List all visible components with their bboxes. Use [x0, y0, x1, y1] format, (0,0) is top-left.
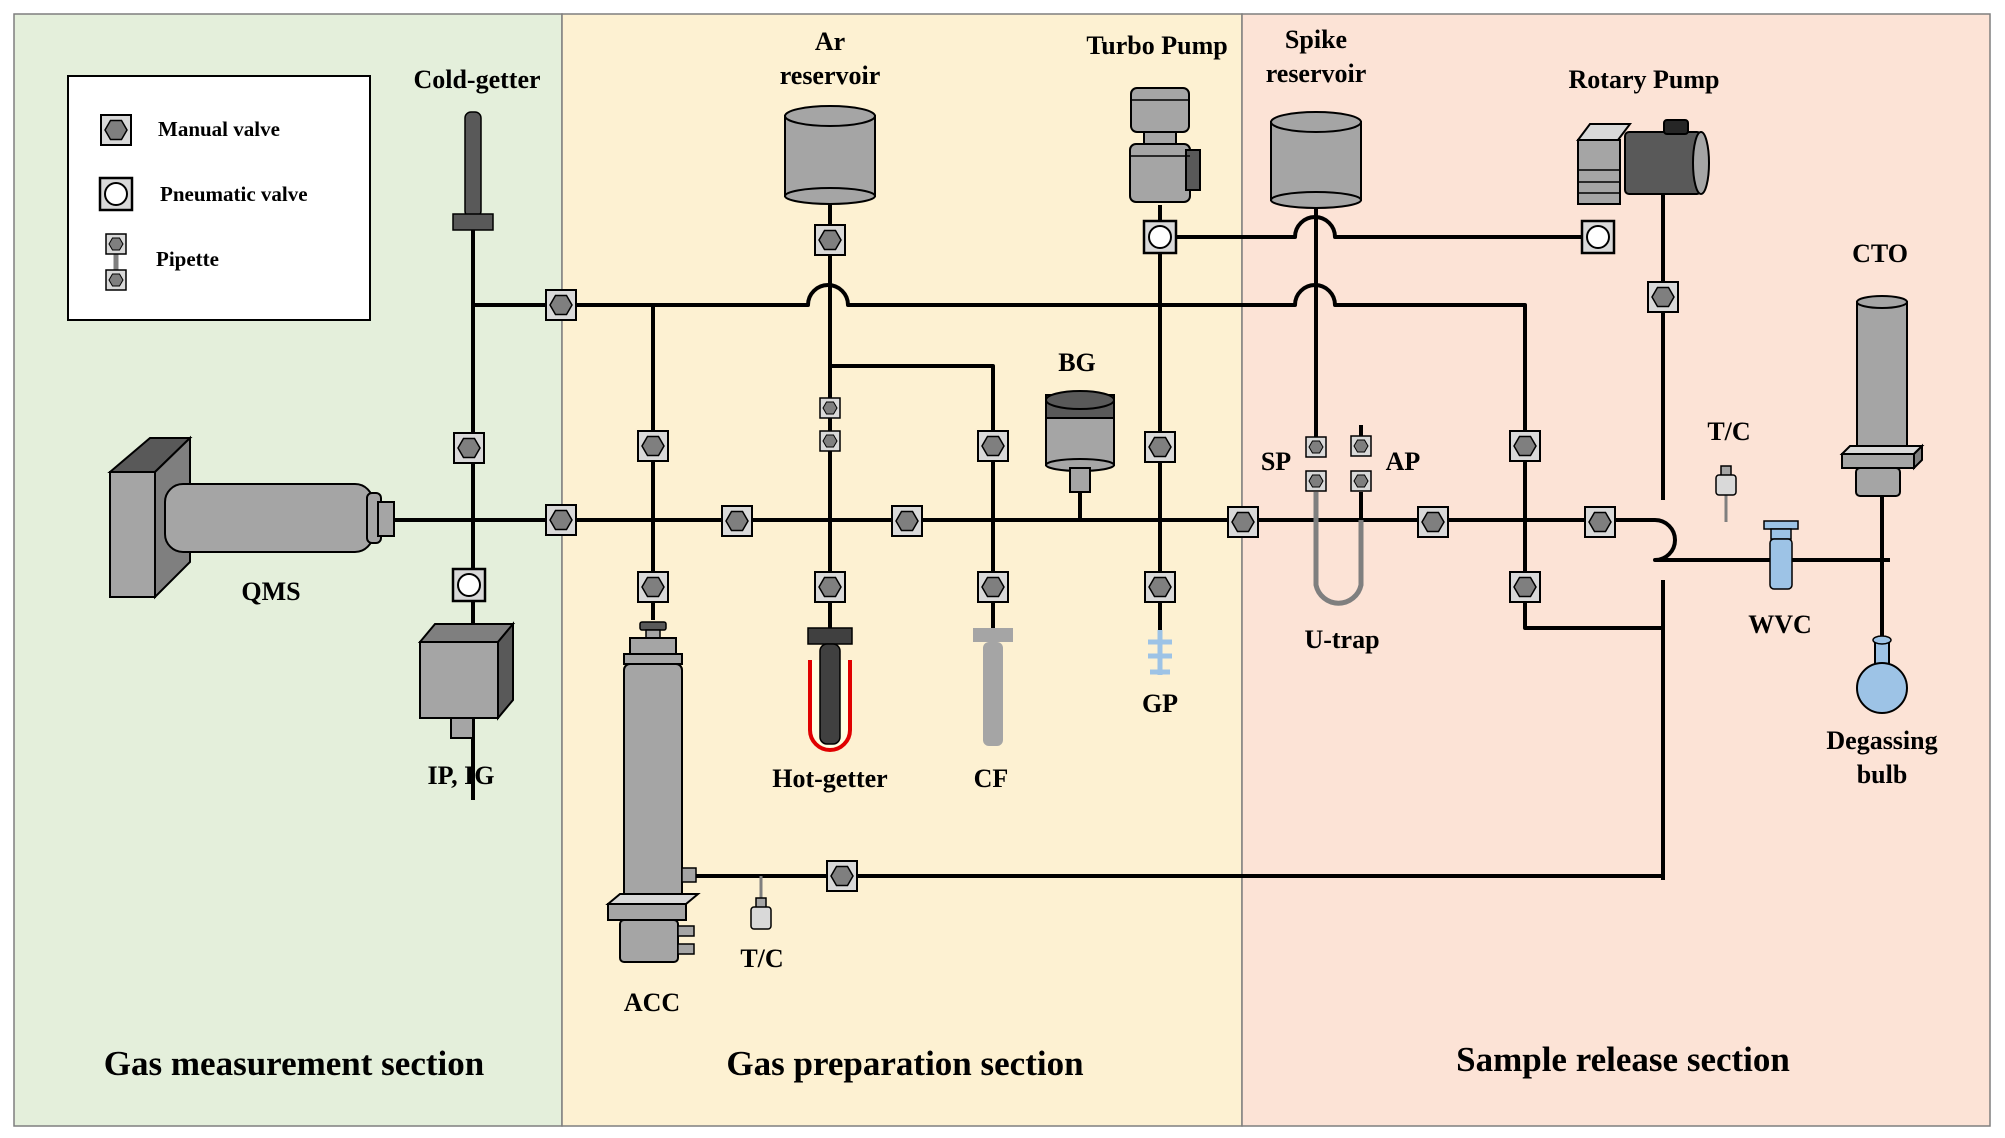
tc-right-label: T/C: [1707, 417, 1750, 446]
manual-valve[interactable]: [721, 505, 753, 537]
legend-manual-valve-label: Manual valve: [158, 117, 280, 141]
tc-gauge-right: [1715, 465, 1737, 496]
ar-pipette[interactable]: [819, 397, 841, 419]
ap-pipette[interactable]: [1350, 470, 1372, 492]
manual-valve[interactable]: [1144, 571, 1176, 603]
manual-valve[interactable]: [977, 430, 1009, 462]
ip-ig-pump: [417, 621, 516, 739]
wvc: [1763, 520, 1799, 590]
ar-reservoir-label-line2: reservoir: [780, 61, 881, 90]
gas-preparation-section-title: Gas preparation section: [726, 1044, 1083, 1083]
cto: [1839, 295, 1925, 497]
cf-label: CF: [974, 764, 1009, 793]
pneumatic-valve[interactable]: [451, 567, 487, 603]
degassing-bulb: [1856, 635, 1908, 714]
tc-bottom-label: T/C: [740, 944, 783, 973]
manual-valve[interactable]: [453, 432, 485, 464]
component-labels: Cold-getter Ar reservoir Turbo Pump Spik…: [241, 25, 1937, 1017]
pneumatic-valve-icon: [98, 176, 134, 212]
turbo-pump-label: Turbo Pump: [1086, 31, 1227, 60]
cto-label: CTO: [1852, 239, 1908, 268]
sp-pipette[interactable]: [1305, 470, 1327, 492]
cold-getter-label: Cold-getter: [413, 65, 540, 94]
rotary-pump: [1576, 119, 1710, 205]
ap-pipette[interactable]: [1350, 435, 1372, 457]
manual-valve[interactable]: [637, 430, 669, 462]
degassing-bulb-label-line2: bulb: [1857, 760, 1908, 789]
pneumatic-valve[interactable]: [1142, 219, 1178, 255]
degassing-bulb-label-line1: Degassing: [1826, 726, 1937, 755]
section-titles: Gas measurement section Gas preparation …: [104, 1040, 1790, 1083]
wvc-label: WVC: [1748, 610, 1812, 639]
manual-valve[interactable]: [826, 860, 858, 892]
sp-label: SP: [1261, 447, 1291, 476]
gp-label: GP: [1142, 689, 1178, 718]
ip-ig-label: IP, IG: [428, 761, 495, 790]
acc-label: ACC: [624, 988, 680, 1017]
turbo-pump: [1129, 87, 1201, 203]
manual-valve[interactable]: [977, 571, 1009, 603]
u-trap: [1313, 492, 1364, 606]
cold-getter: [452, 111, 494, 231]
manual-valve[interactable]: [1417, 506, 1449, 538]
manual-valve[interactable]: [1584, 506, 1616, 538]
u-trap-label: U-trap: [1304, 625, 1379, 654]
manual-valve[interactable]: [545, 504, 577, 536]
manual-valve[interactable]: [1144, 431, 1176, 463]
legend: Manual valve Pneumatic valve Pipette: [67, 75, 371, 321]
pipette-icon: [105, 233, 127, 255]
cf-component: [973, 628, 1013, 746]
sample-release-section-title: Sample release section: [1456, 1040, 1790, 1079]
acc: [605, 621, 701, 963]
qms: [107, 435, 395, 600]
hot-getter: [807, 627, 853, 752]
ar-reservoir: [784, 105, 876, 205]
hot-getter-label: Hot-getter: [772, 764, 887, 793]
qms-label: QMS: [241, 577, 300, 606]
manual-valve[interactable]: [1509, 430, 1541, 462]
gas-measurement-section-title: Gas measurement section: [104, 1044, 484, 1083]
gp-component: [1148, 630, 1172, 675]
spike-reservoir: [1270, 111, 1362, 209]
pipette-icon: [105, 269, 127, 291]
bg-label: BG: [1058, 348, 1096, 377]
ar-reservoir-label-line1: Ar: [815, 27, 845, 56]
legend-pipette-label: Pipette: [156, 247, 219, 271]
pneumatic-valve[interactable]: [1580, 219, 1616, 255]
manual-valve[interactable]: [1647, 281, 1679, 313]
manual-valve[interactable]: [814, 224, 846, 256]
ap-label: AP: [1386, 447, 1421, 476]
manual-valve[interactable]: [1509, 571, 1541, 603]
tc-gauge-bottom: [750, 897, 772, 930]
manual-valve-icon: [100, 114, 132, 146]
legend-pneumatic-valve-label: Pneumatic valve: [160, 182, 308, 206]
manual-valve[interactable]: [637, 571, 669, 603]
manual-valve[interactable]: [545, 289, 577, 321]
spike-reservoir-label-line1: Spike: [1285, 25, 1347, 54]
bg-gauge: [1045, 390, 1115, 493]
manual-valve[interactable]: [891, 505, 923, 537]
manual-valve[interactable]: [814, 571, 846, 603]
sp-pipette[interactable]: [1305, 436, 1327, 458]
rotary-pump-label: Rotary Pump: [1569, 65, 1720, 94]
ar-pipette[interactable]: [819, 430, 841, 452]
manual-valve[interactable]: [1227, 506, 1259, 538]
spike-reservoir-label-line2: reservoir: [1266, 59, 1367, 88]
